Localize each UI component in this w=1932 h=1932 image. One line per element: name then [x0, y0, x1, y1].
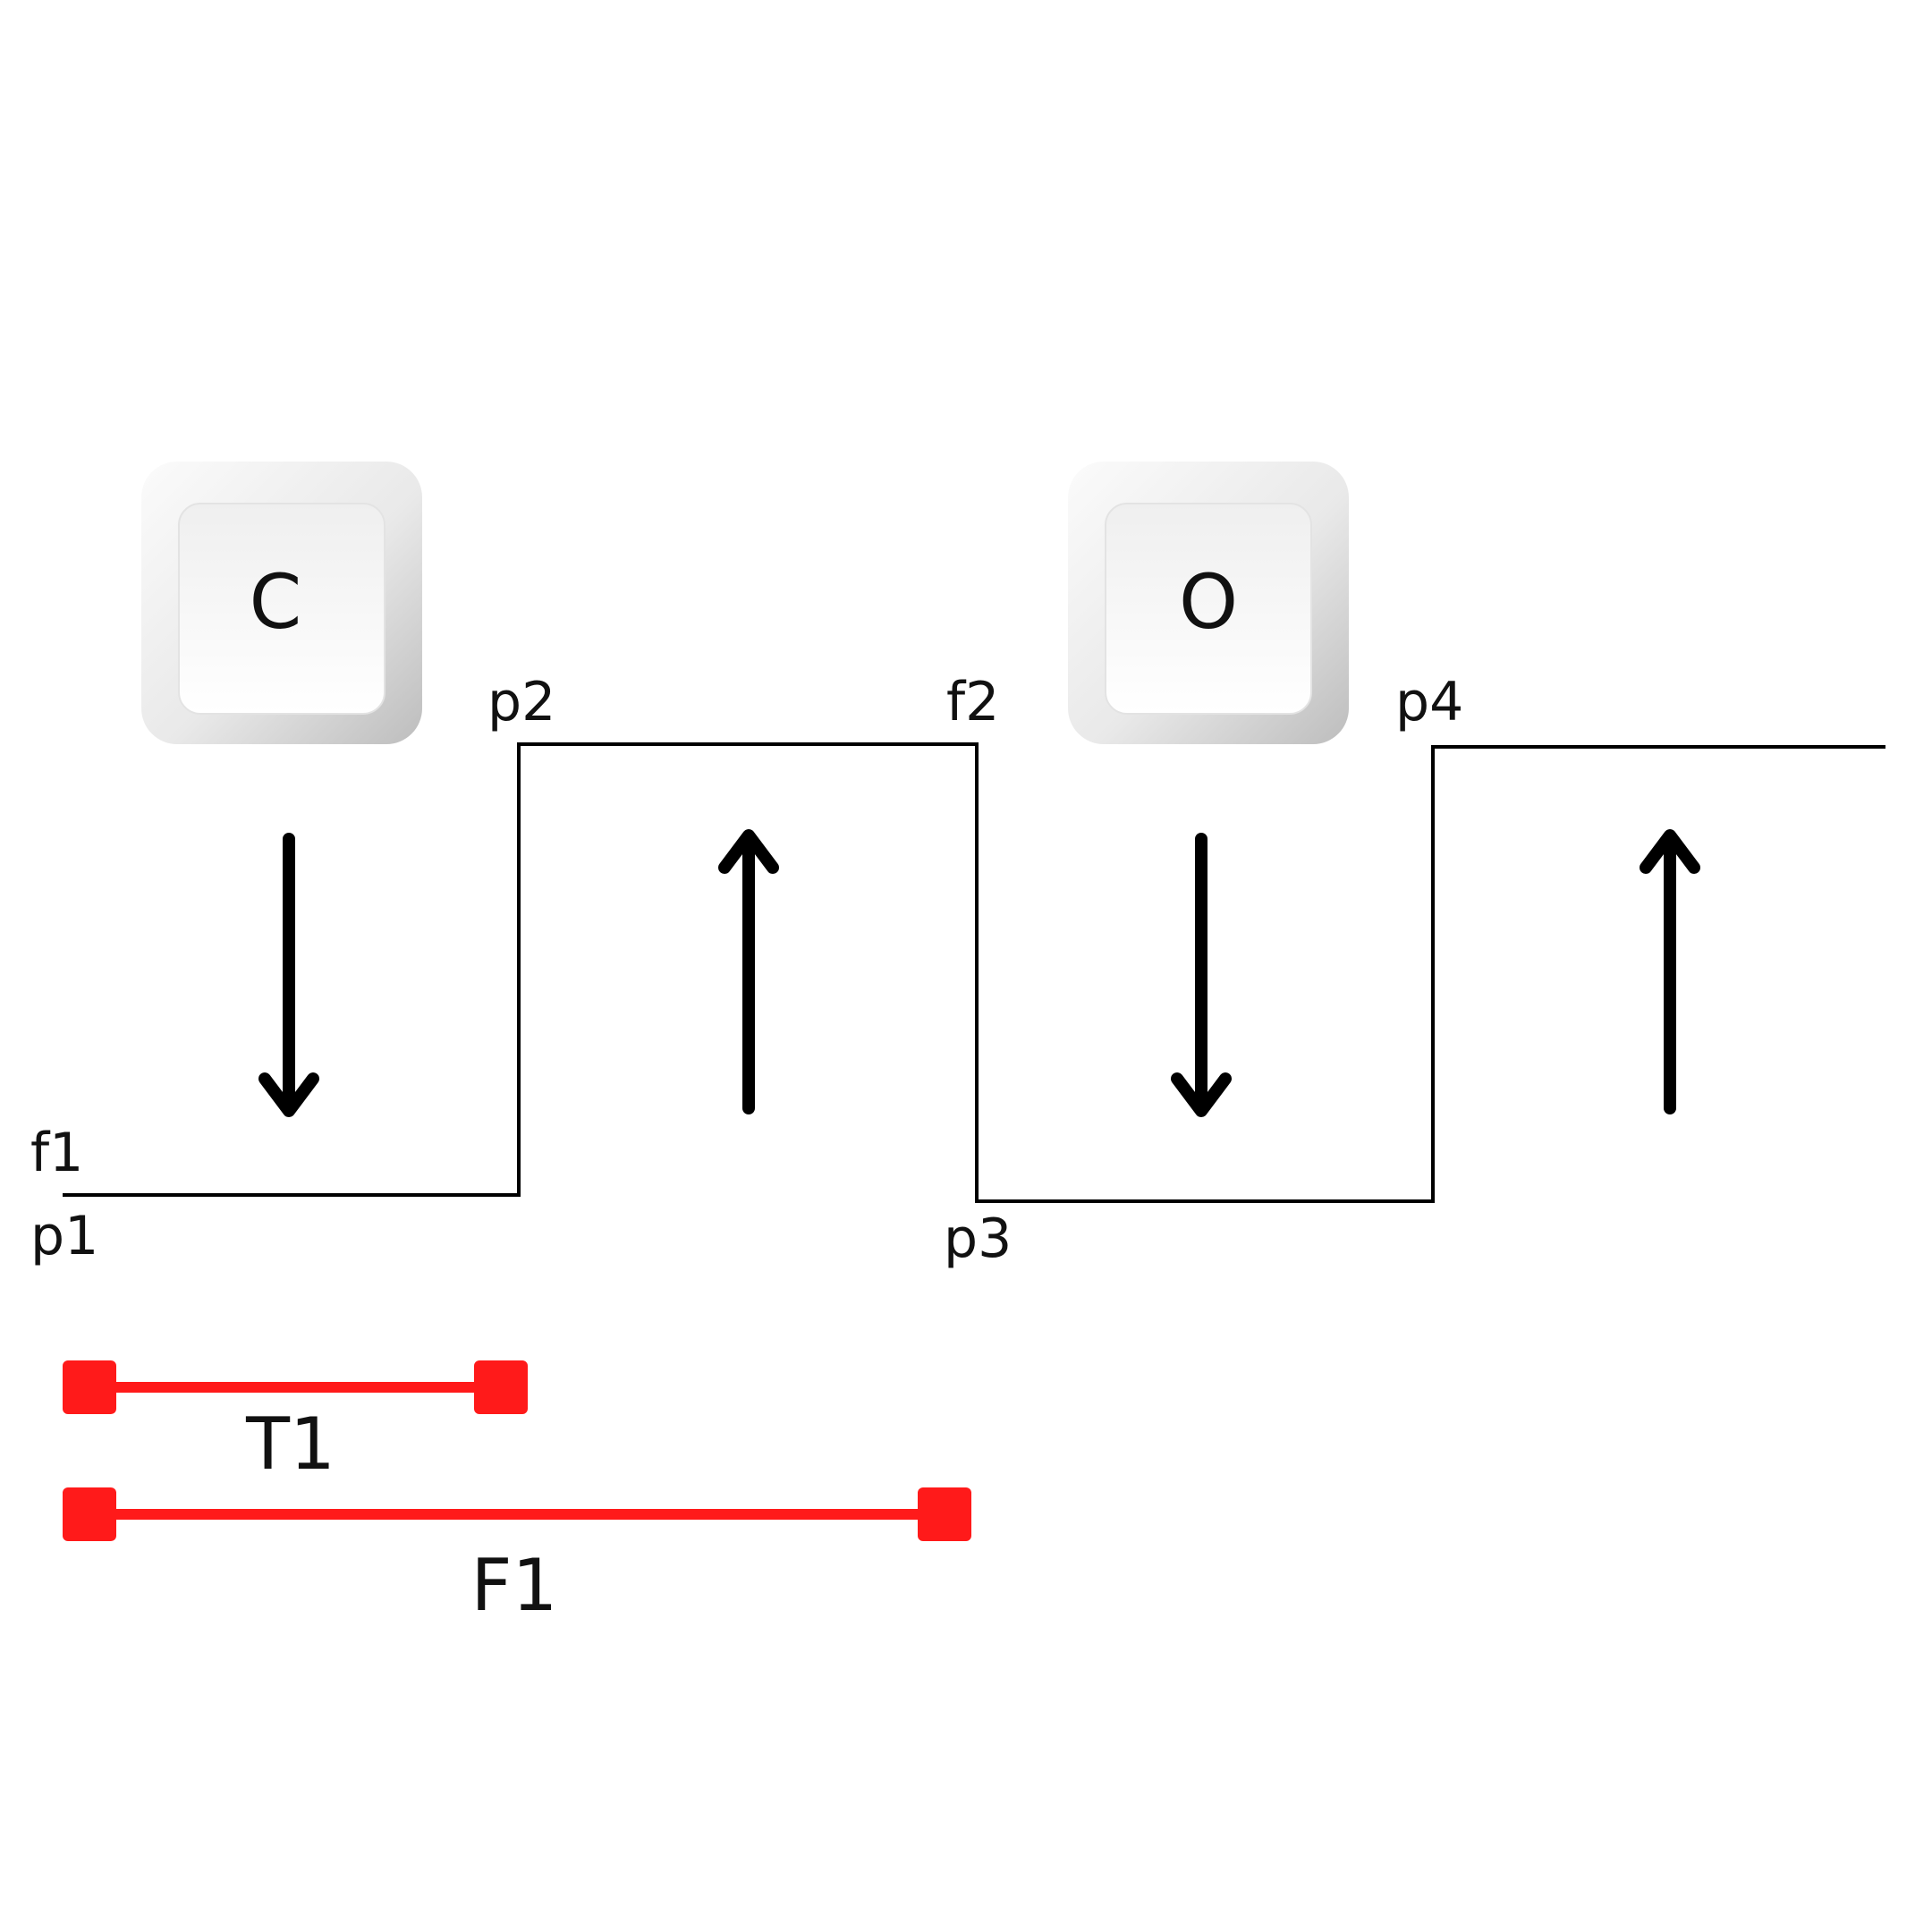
- key-c-letter: C: [250, 558, 302, 646]
- arrow-down-icon: [258, 833, 319, 1117]
- interval-t1-end-marker: [474, 1360, 528, 1414]
- label-f1: f1: [30, 1122, 83, 1184]
- key-o: O: [1068, 462, 1349, 744]
- key-c: C: [141, 462, 422, 744]
- key-c-face: [178, 503, 386, 715]
- label-p4: p4: [1395, 671, 1463, 733]
- interval-f1-end-marker: [918, 1487, 971, 1541]
- arrow-up-icon: [1640, 829, 1700, 1114]
- interval-f1: F1: [63, 1487, 971, 1627]
- label-p3: p3: [944, 1208, 1012, 1270]
- interval-f1-label: F1: [471, 1544, 558, 1627]
- arrow-down-icon: [1171, 833, 1232, 1117]
- label-p1: p1: [30, 1205, 98, 1267]
- key-o-face: [1105, 503, 1312, 715]
- label-p2: p2: [487, 671, 555, 733]
- interval-f1-start-marker: [63, 1487, 116, 1541]
- key-o-letter: O: [1179, 558, 1238, 646]
- interval-t1: T1: [63, 1360, 528, 1486]
- key-state-waveform: [63, 742, 1885, 1203]
- label-f2: f2: [946, 671, 999, 733]
- arrow-up-icon: [718, 829, 779, 1114]
- interval-t1-label: T1: [245, 1402, 335, 1486]
- interval-t1-start-marker: [63, 1360, 116, 1414]
